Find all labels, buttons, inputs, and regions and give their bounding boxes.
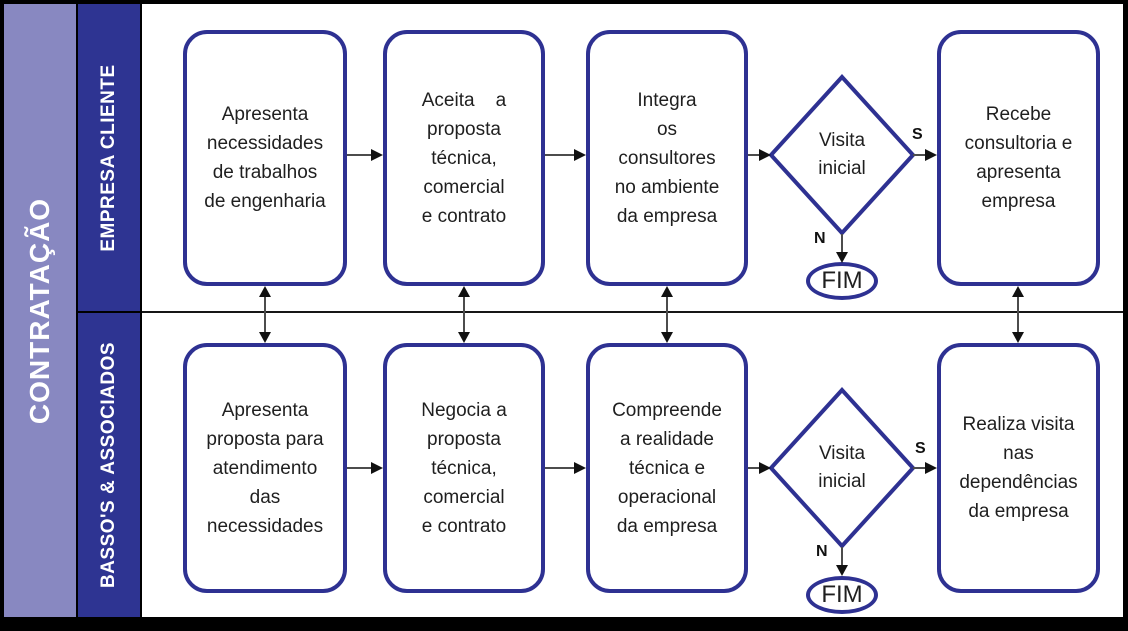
lane-header-empresa-cliente: EMPRESA CLIENTE bbox=[78, 4, 140, 311]
flow-arrow-cliente-1-2 bbox=[347, 149, 383, 161]
decision-no-label-bassos: N bbox=[816, 543, 828, 560]
flow-arrow-cliente-3-decision bbox=[748, 149, 771, 161]
process-text: Recebe consultoria e apresenta empresa bbox=[964, 104, 1073, 212]
process-text: Negocia a proposta técnica, comercial e … bbox=[421, 399, 507, 537]
decision-yes-label-bassos: S bbox=[915, 440, 926, 457]
decision-text: Visita inicial bbox=[818, 443, 866, 492]
process-bassos-compreende-realidade: Compreende a realidade técnica e operaci… bbox=[586, 343, 748, 593]
end-label: FIM bbox=[821, 581, 863, 608]
sync-arrow-column-1 bbox=[259, 286, 271, 343]
process-bassos-apresenta-proposta: Apresenta proposta para atendimento das … bbox=[183, 343, 347, 593]
flow-arrow-bassos-3-decision bbox=[748, 462, 771, 474]
lane-label-bassos-associados: BASSO'S & ASSOCIADOS bbox=[98, 341, 119, 589]
decision-diamond-cliente bbox=[768, 74, 916, 236]
process-cliente-recebe-consultoria: Recebe consultoria e apresenta empresa bbox=[937, 30, 1100, 286]
process-text: Compreende a realidade técnica e operaci… bbox=[612, 399, 722, 537]
lane-header-bassos-associados: BASSO'S & ASSOCIADOS bbox=[78, 313, 140, 617]
decision-no-arrow-bassos bbox=[836, 547, 848, 576]
decision-text: Visita inicial bbox=[818, 130, 866, 179]
decision-yes-label-cliente: S bbox=[912, 126, 923, 143]
end-ellipse-cliente: FIM bbox=[806, 262, 878, 300]
process-text: Apresenta proposta para atendimento das … bbox=[206, 399, 324, 537]
process-text: Aceita a proposta técnica, comercial e c… bbox=[421, 89, 507, 227]
end-ellipse-bassos: FIM bbox=[806, 576, 878, 614]
process-cliente-apresenta-necessidades: Apresenta necessidades de trabalhos de e… bbox=[183, 30, 347, 286]
process-text: Realiza visita nas dependências da empre… bbox=[959, 414, 1078, 522]
flow-arrow-cliente-decision-yes bbox=[913, 149, 937, 161]
lane-label-empresa-cliente: EMPRESA CLIENTE bbox=[98, 63, 119, 252]
sync-arrow-column-2 bbox=[458, 286, 470, 343]
flow-arrow-bassos-2-3 bbox=[545, 462, 586, 474]
flow-arrow-bassos-decision-yes bbox=[913, 462, 937, 474]
decision-no-label-cliente: N bbox=[814, 230, 826, 247]
sync-arrow-column-3 bbox=[661, 286, 673, 343]
process-title: CONTRATAÇÃO bbox=[24, 197, 55, 424]
process-title-band: CONTRATAÇÃO bbox=[4, 4, 76, 617]
end-label: FIM bbox=[821, 267, 863, 294]
process-bassos-negocia-proposta: Negocia a proposta técnica, comercial e … bbox=[383, 343, 545, 593]
process-cliente-integra-consultores: Integra os consultores no ambiente da em… bbox=[586, 30, 748, 286]
process-text: Apresenta necessidades de trabalhos de e… bbox=[204, 104, 326, 212]
flow-arrow-cliente-2-3 bbox=[545, 149, 586, 161]
process-bassos-realiza-visita: Realiza visita nas dependências da empre… bbox=[937, 343, 1100, 593]
sync-arrow-column-5 bbox=[1012, 286, 1024, 343]
decision-diamond-bassos bbox=[768, 387, 916, 549]
process-cliente-aceita-proposta: Aceita a proposta técnica, comercial e c… bbox=[383, 30, 545, 286]
flow-arrow-bassos-1-2 bbox=[347, 462, 383, 474]
process-text: Integra os consultores no ambiente da em… bbox=[614, 89, 720, 227]
lane-divider-line bbox=[142, 311, 1123, 313]
decision-no-arrow-cliente bbox=[836, 234, 848, 263]
